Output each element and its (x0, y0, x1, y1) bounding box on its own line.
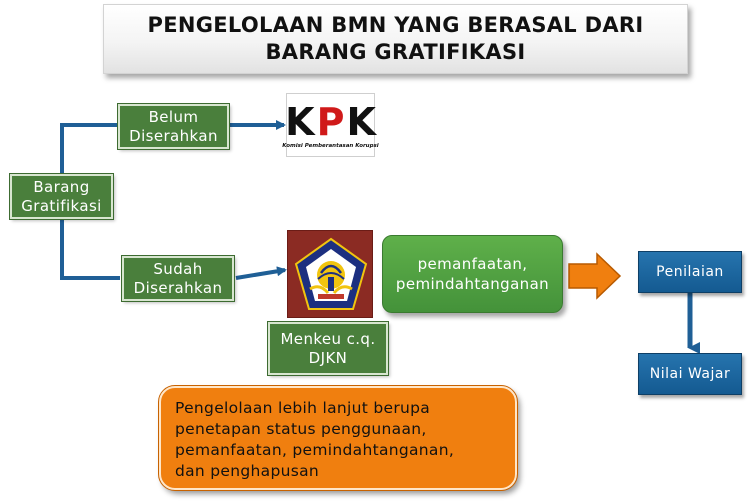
kemenkeu-emblem-icon (294, 237, 368, 310)
arrow-pemanfaatan-to-penilaian (568, 252, 622, 300)
title-line-2: BARANG GRATIFIKASI (265, 40, 526, 64)
sudah-diserahkan-line-2: Diserahkan (133, 278, 223, 297)
pemanfaatan-box: pemanfaatan, pemindahtanganan (382, 235, 563, 313)
arrow-sudah-to-menkeu (235, 266, 287, 280)
nilai-wajar-box: Nilai Wajar (638, 353, 742, 395)
belum-diserahkan-line-1: Belum (148, 107, 199, 126)
sudah-diserahkan-box: Sudah Diserahkan (121, 255, 235, 302)
kpk-letter-p: P (316, 99, 345, 144)
barang-gratifikasi-line-2: Gratifikasi (21, 196, 102, 215)
nilai-wajar-label: Nilai Wajar (649, 366, 731, 382)
sudah-diserahkan-line-1: Sudah (153, 259, 203, 278)
kpk-logo-subtitle: Komisi Pemberantasan Korupsi (282, 142, 379, 149)
pemanfaatan-line-1: pemanfaatan, (417, 255, 528, 273)
note-line-3: pemanfaatan, pemindahtanganan, (175, 441, 455, 459)
menkeu-line-2: DJKN (308, 348, 348, 367)
kpk-logo: K P K Komisi Pemberantasan Korupsi (282, 93, 379, 157)
kpk-letter-k1: K (285, 99, 315, 144)
note-box: Pengelolaan lebih lanjut berupa penetapa… (158, 385, 518, 491)
kpk-logo-wordmark: K P K (285, 102, 376, 142)
page-title: PENGELOLAAN BMN YANG BERASAL DARI BARANG… (103, 4, 688, 74)
penilaian-label: Penilaian (656, 264, 724, 280)
title-line-1: PENGELOLAAN BMN YANG BERASAL DARI (147, 13, 644, 37)
pemanfaatan-line-2: pemindahtanganan (395, 275, 550, 293)
barang-gratifikasi-line-1: Barang (33, 177, 90, 196)
connector-to-sudah (60, 218, 120, 280)
menkeu-line-1: Menkeu c.q. (280, 329, 376, 348)
note-line-1: Pengelolaan lebih lanjut berupa (175, 399, 431, 417)
menkeu-djkn-box: Menkeu c.q. DJKN (267, 321, 389, 376)
connector-to-belum (60, 123, 120, 174)
penilaian-box: Penilaian (638, 251, 742, 293)
kemenkeu-emblem (287, 230, 373, 318)
belum-diserahkan-line-2: Diserahkan (129, 126, 218, 145)
barang-gratifikasi-box: Barang Gratifikasi (9, 173, 114, 220)
note-line-4: dan penghapusan (175, 462, 320, 480)
kpk-letter-k2: K (346, 99, 376, 144)
note-line-2: penetapan status penggunaan, (175, 420, 427, 438)
belum-diserahkan-box: Belum Diserahkan (117, 103, 230, 150)
